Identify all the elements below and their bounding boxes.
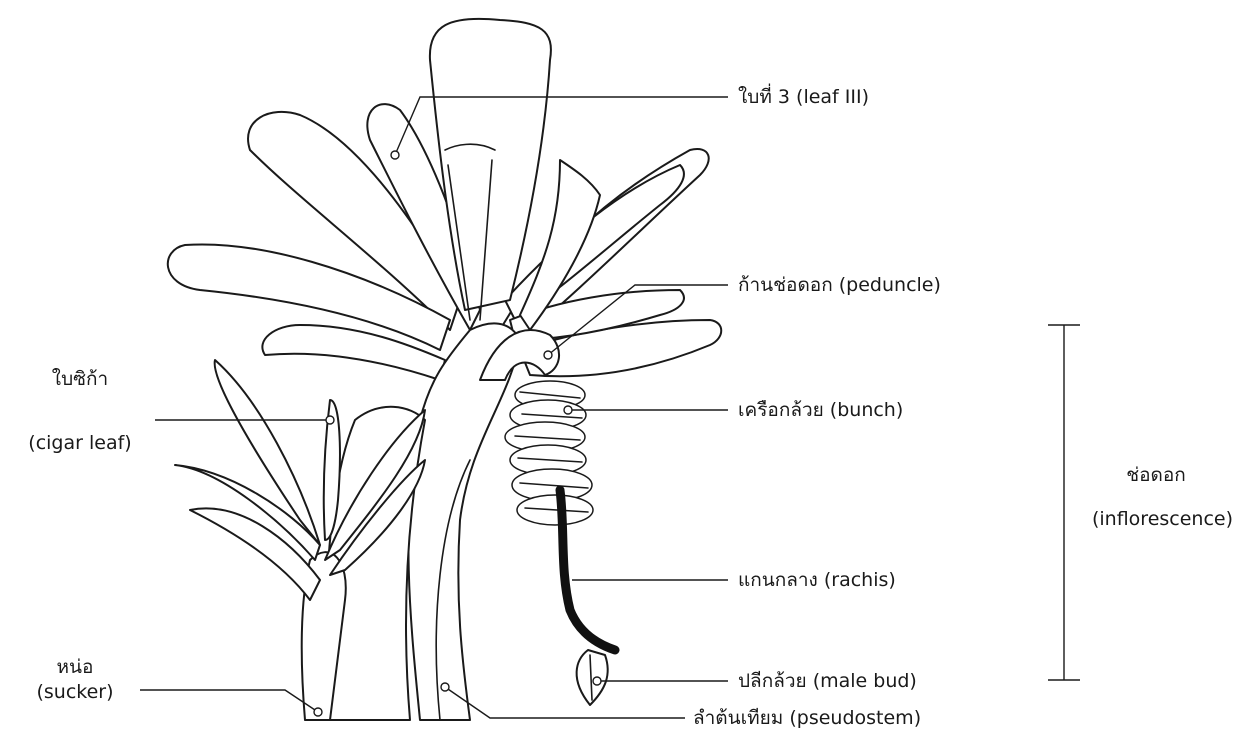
- label-sucker-thai: หน่อ: [20, 656, 130, 678]
- label-inflorescence-thai: ช่อดอก: [1086, 464, 1226, 486]
- label-bunch: เครือกล้วย (bunch): [738, 399, 903, 421]
- leader-pseudostem: [441, 683, 685, 718]
- inflorescence-bracket: [1048, 325, 1080, 680]
- leader-bunch: [564, 406, 728, 414]
- label-sucker-english: (sucker): [20, 681, 130, 703]
- label-leaf-iii: ใบที่ 3 (leaf III): [738, 86, 869, 108]
- label-rachis: แกนกลาง (rachis): [738, 569, 896, 591]
- label-male-bud: ปลีกล้วย (male bud): [738, 670, 917, 692]
- label-inflorescence-english: (inflorescence): [1080, 508, 1245, 530]
- label-cigar-leaf-thai: ใบซิก้า: [15, 368, 145, 390]
- pseudostem: [408, 323, 520, 720]
- label-pseudostem: ลำต้นเทียม (pseudostem): [693, 707, 921, 729]
- leader-male-bud: [593, 677, 728, 685]
- leader-sucker: [140, 690, 322, 716]
- bunch: [505, 381, 593, 525]
- label-cigar-leaf-english: (cigar leaf): [5, 432, 155, 454]
- label-peduncle: ก้านช่อดอก (peduncle): [738, 274, 941, 296]
